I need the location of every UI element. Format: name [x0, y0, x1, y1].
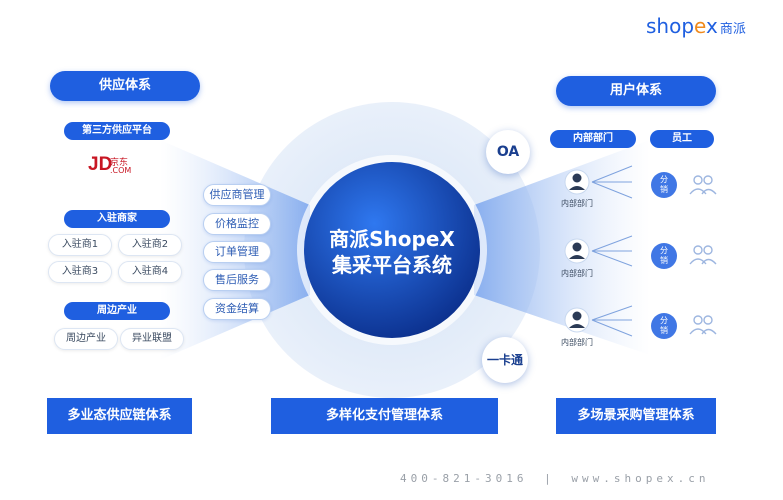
periphery-chip-2: 异业联盟: [120, 328, 184, 350]
service-supplier-mgmt: 供应商管理: [203, 184, 271, 206]
center-title: 商派ShopeX 集采平台系统: [304, 226, 480, 278]
dept-header: 内部部门: [550, 130, 636, 148]
center-title-line2: 集采平台系统: [332, 253, 452, 277]
jd-logo: JD 京东 .COM: [88, 154, 140, 178]
bottom-supply-chain: 多业态供应链体系: [47, 398, 192, 434]
brand-e: e: [694, 14, 706, 38]
footer-separator: |: [544, 472, 555, 485]
supply-title: 供应体系: [50, 71, 200, 101]
dept-label-1: 内部部门: [561, 199, 593, 208]
jd-logo-cn: 京东: [110, 158, 129, 168]
dept-label-2: 内部部门: [561, 269, 593, 278]
brand-cn: 商派: [719, 22, 746, 37]
user-row-3-graphics: [564, 305, 717, 339]
jd-logo-jd: JD: [88, 154, 113, 175]
oa-bubble: OA: [486, 130, 530, 174]
bottom-payment: 多样化支付管理体系: [271, 398, 498, 434]
right-fan: [474, 140, 650, 355]
distribution-badge-icon: [651, 172, 677, 198]
branch-arrows-icon: [591, 305, 633, 337]
person-icon-b: [703, 245, 713, 255]
person-icon-b: [703, 315, 713, 325]
service-order-mgmt: 订单管理: [203, 241, 271, 263]
dist-badge-text-1: 分销: [660, 175, 668, 194]
users-title: 用户体系: [556, 76, 716, 106]
merchant-chip-3: 入驻商3: [48, 261, 112, 283]
person-icon-a: [693, 315, 703, 325]
distribution-badge-icon: [651, 243, 677, 269]
jd-logo-com: .COM: [110, 166, 132, 175]
branch-arrows-icon: [591, 235, 633, 267]
footer-website: www.shopex.cn: [571, 472, 710, 485]
card-bubble: 一卡通: [482, 337, 528, 383]
brand-x: x: [705, 14, 718, 38]
person-icon-a: [693, 175, 703, 185]
user-row-2-graphics: [564, 235, 717, 269]
merchant-chip-2: 入驻商2: [118, 234, 182, 256]
branch-arrows-icon: [591, 165, 633, 199]
distribution-badge-icon: [651, 313, 677, 339]
dept-label-3: 内部部门: [561, 338, 593, 347]
bottom-procurement: 多场景采购管理体系: [556, 398, 716, 434]
center-title-line1: 商派ShopeX: [329, 227, 455, 251]
staff-header: 员工: [650, 130, 714, 148]
periphery-tag: 周边产业: [64, 302, 170, 320]
merchant-chip-4: 入驻商4: [118, 261, 182, 283]
core-circle: [304, 162, 480, 338]
dist-badge-text-2: 分销: [660, 246, 668, 265]
service-settlement: 资金结算: [203, 298, 271, 320]
person-icon-b: [703, 175, 713, 185]
dist-badge-text-3: 分销: [660, 316, 668, 335]
service-price-monitor: 价格监控: [203, 213, 271, 235]
user-row-1-graphics: [564, 165, 717, 199]
merchant-chip-1: 入驻商1: [48, 234, 112, 256]
brand-shop: shop: [646, 14, 695, 38]
periphery-chip-1: 周边产业: [54, 328, 118, 350]
person-icon-a: [693, 245, 703, 255]
footer-phone: 400-821-3016: [400, 472, 528, 485]
footer: 400-821-3016 | www.shopex.cn: [400, 472, 780, 485]
third-party-tag: 第三方供应平台: [64, 122, 170, 140]
merchants-tag: 入驻商家: [64, 210, 170, 228]
service-after-sales: 售后服务: [203, 269, 271, 291]
